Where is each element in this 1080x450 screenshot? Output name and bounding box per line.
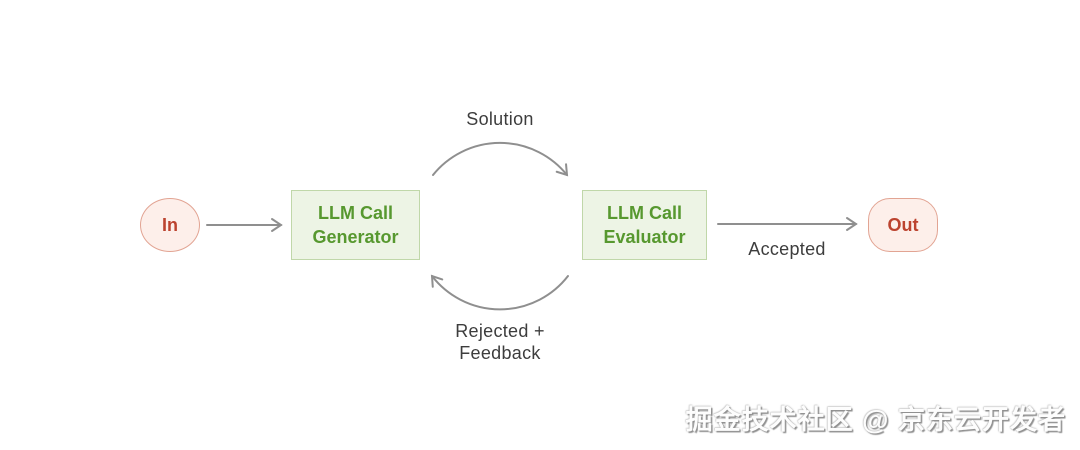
node-llm-call-generator: LLM Call Generator [291, 190, 420, 260]
rejected-label-line1: Rejected + [455, 321, 545, 341]
rejected-label-line2: Feedback [459, 343, 541, 363]
edge-label-accepted: Accepted [748, 239, 826, 259]
generator-label-line2: Generator [312, 227, 399, 247]
evaluator-label-line2: Evaluator [603, 227, 686, 247]
generator-label-line1: LLM Call [318, 203, 393, 223]
edge-label-rejected-feedback: Rejected + Feedback [400, 320, 600, 364]
node-in: In [140, 198, 200, 252]
edge-label-solution: Solution [466, 109, 534, 129]
node-out: Out [868, 198, 938, 252]
arrow-solution-arc [432, 141, 569, 177]
node-llm-call-evaluator: LLM Call Evaluator [582, 190, 707, 260]
node-evaluator-label: LLM Call Evaluator [603, 201, 685, 249]
evaluator-label-line1: LLM Call [607, 203, 682, 223]
node-in-label: In [162, 214, 178, 235]
node-generator-label: LLM Call Generator [312, 201, 398, 249]
watermark-text: 掘金技术社区 @ 京东云开发者 [685, 405, 1066, 435]
arrow-rejected-arc [430, 274, 569, 311]
node-out-label: Out [887, 214, 919, 235]
